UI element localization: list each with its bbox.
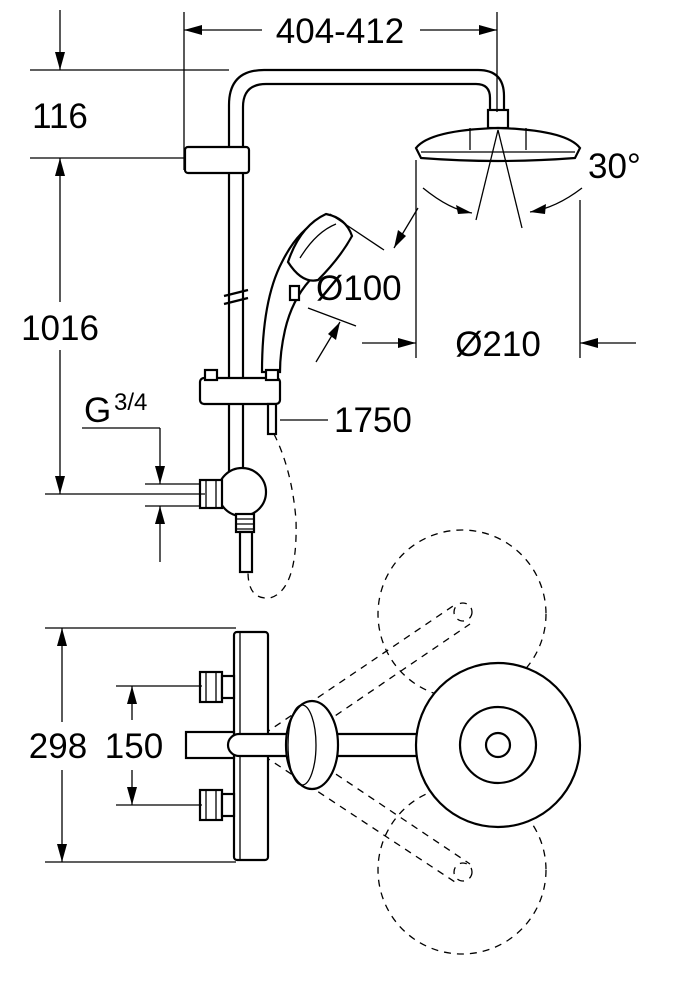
riser-pipe-inner bbox=[241, 82, 492, 498]
hand-shower bbox=[260, 212, 354, 374]
label-arm-projection: 404-412 bbox=[276, 12, 404, 51]
label-hose-length: 1750 bbox=[334, 401, 412, 440]
label-top-offset: 116 bbox=[32, 97, 88, 136]
label-spray-angle: 30° bbox=[588, 147, 641, 186]
dim-top-offset: 116 bbox=[30, 10, 229, 159]
top-view: 298 150 bbox=[29, 529, 582, 955]
rail-break-mark bbox=[223, 288, 249, 298]
dim-inlet-spacing: 150 bbox=[105, 685, 202, 806]
label-thread: G bbox=[84, 391, 111, 430]
label-rail-height: 1016 bbox=[21, 309, 99, 348]
dim-connection-thread: G 3/4 bbox=[82, 389, 200, 562]
label-hand-shower-diameter: Ø100 bbox=[316, 269, 402, 308]
rail-break-mark bbox=[223, 296, 249, 306]
label-head-shower-diameter: Ø210 bbox=[455, 325, 541, 364]
wall-bracket bbox=[183, 145, 251, 175]
slider bbox=[198, 368, 282, 436]
shower-hose bbox=[247, 433, 297, 599]
dim-hand-shower-diameter: Ø100 bbox=[307, 207, 419, 363]
dim-arm-projection: 404-412 bbox=[183, 12, 498, 170]
dim-hose-length: 1750 bbox=[280, 401, 412, 440]
label-thermostat-height: 298 bbox=[29, 727, 87, 766]
dim-rail-height: 1016 bbox=[21, 158, 205, 495]
label-thread-fraction: 3/4 bbox=[114, 389, 147, 416]
dim-head-shower-diameter: Ø210 bbox=[362, 160, 636, 364]
shower-arm-top bbox=[226, 661, 582, 829]
diverter-connector bbox=[198, 466, 268, 574]
side-view: 404-412 116 1016 G bbox=[21, 10, 641, 599]
label-inlet-spacing: 150 bbox=[105, 727, 163, 766]
spray-angle-lines bbox=[422, 129, 583, 229]
dim-thermostat-height: 298 bbox=[29, 627, 236, 863]
riser-pipe bbox=[227, 68, 506, 498]
head-shower bbox=[414, 108, 582, 163]
